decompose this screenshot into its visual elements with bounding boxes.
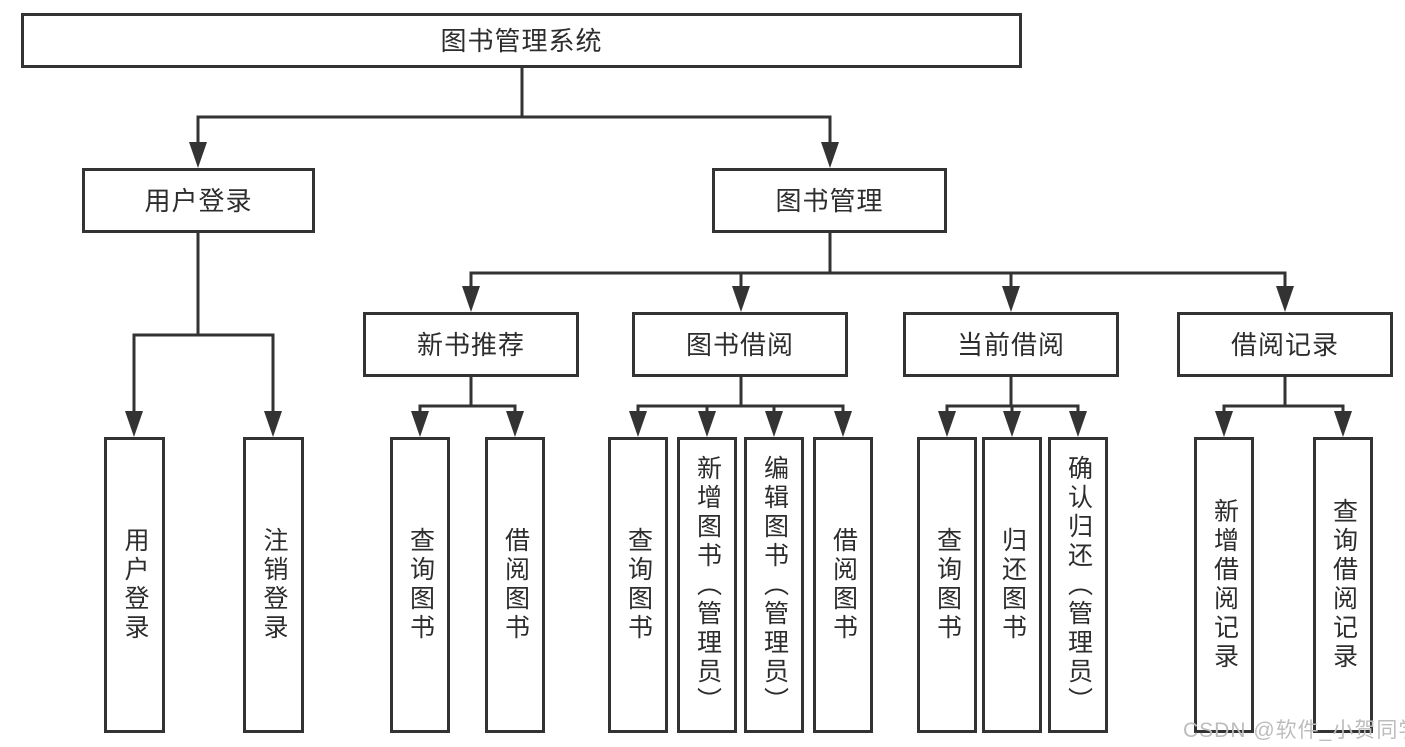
- arrow-down-icon: [1069, 411, 1087, 437]
- arrow-down-icon: [1215, 411, 1233, 437]
- csdn-watermark: CSDN @软件_小贺同学: [1183, 719, 1405, 742]
- node-label: 借阅图书: [501, 527, 530, 643]
- leaf-query-books-current: 查询图书: [917, 437, 977, 733]
- node-current-borrowing: 当前借阅: [903, 312, 1119, 377]
- arrow-down-icon: [411, 411, 429, 437]
- edge-new-book-children: [418, 377, 517, 413]
- node-library-system: 图书管理系统: [21, 13, 1022, 68]
- arrow-down-icon: [938, 411, 956, 437]
- leaf-borrow-books-borrowing: 借阅图书: [813, 437, 873, 733]
- node-label: 用户登录: [144, 185, 253, 216]
- leaf-borrow-books-recommend: 借阅图书: [485, 437, 545, 733]
- edge-current-borrowing-children: [945, 377, 1080, 413]
- arrow-down-icon: [698, 411, 716, 437]
- node-new-book-recommendation: 新书推荐: [363, 312, 579, 377]
- node-borrowing-records: 借阅记录: [1177, 312, 1393, 377]
- node-label: 确认归还（管理员）: [1064, 454, 1093, 716]
- leaf-user-login: 用户登录: [104, 437, 165, 733]
- arrow-down-icon: [189, 142, 207, 168]
- arrow-down-icon: [506, 411, 524, 437]
- arrow-down-icon: [1002, 286, 1020, 312]
- arrow-down-icon: [629, 411, 647, 437]
- node-user-login: 用户登录: [82, 168, 315, 233]
- leaf-add-borrow-record: 新增借阅记录: [1194, 437, 1254, 733]
- node-label: 新书推荐: [416, 329, 525, 360]
- arrow-down-icon: [765, 411, 783, 437]
- node-book-borrowing: 图书借阅: [632, 312, 848, 377]
- edge-book-management-children: [469, 233, 1287, 288]
- node-label: 查询图书: [933, 527, 962, 643]
- arrow-down-icon: [1276, 286, 1294, 312]
- node-label: 用户登录: [121, 527, 149, 643]
- leaf-edit-book-admin: 编辑图书（管理员）: [744, 437, 804, 733]
- node-label: 归还图书: [998, 527, 1027, 643]
- edge-book-borrowing-children: [636, 377, 845, 413]
- node-label: 查询图书: [406, 527, 435, 643]
- node-label: 图书借阅: [685, 329, 794, 360]
- arrow-down-icon: [821, 142, 839, 168]
- arrow-down-icon: [264, 411, 282, 437]
- node-label: 当前借阅: [956, 329, 1065, 360]
- node-label: 借阅图书: [829, 527, 858, 643]
- arrowheads: [125, 142, 1352, 437]
- arrow-down-icon: [125, 411, 143, 437]
- leaf-query-books-recommend: 查询图书: [390, 437, 450, 733]
- edge-borrowing-records-children: [1222, 377, 1345, 413]
- node-label: 新增图书（管理员）: [693, 454, 722, 716]
- node-book-management: 图书管理: [712, 168, 947, 233]
- leaf-return-book: 归还图书: [982, 437, 1042, 733]
- node-label: 新增借阅记录: [1210, 498, 1239, 672]
- arrow-down-icon: [1003, 411, 1021, 437]
- arrow-down-icon: [1334, 411, 1352, 437]
- node-label: 图书管理: [775, 185, 884, 216]
- node-label: 图书管理系统: [440, 25, 603, 56]
- leaf-query-borrow-record: 查询借阅记录: [1313, 437, 1373, 733]
- leaf-confirm-return-admin: 确认归还（管理员）: [1048, 437, 1108, 733]
- leaf-query-books-borrowing: 查询图书: [608, 437, 668, 733]
- edge-root-to-level2: [196, 68, 832, 144]
- node-label: 查询图书: [624, 527, 653, 643]
- leaf-add-book-admin: 新增图书（管理员）: [677, 437, 737, 733]
- arrow-down-icon: [462, 286, 480, 312]
- node-label: 编辑图书（管理员）: [760, 454, 789, 716]
- node-label: 查询借阅记录: [1329, 498, 1358, 672]
- edge-user-login-children: [132, 233, 275, 413]
- node-label: 借阅记录: [1230, 329, 1339, 360]
- arrow-down-icon: [834, 411, 852, 437]
- leaf-logout: 注销登录: [243, 437, 304, 733]
- arrow-down-icon: [732, 286, 750, 312]
- node-label: 注销登录: [260, 527, 288, 643]
